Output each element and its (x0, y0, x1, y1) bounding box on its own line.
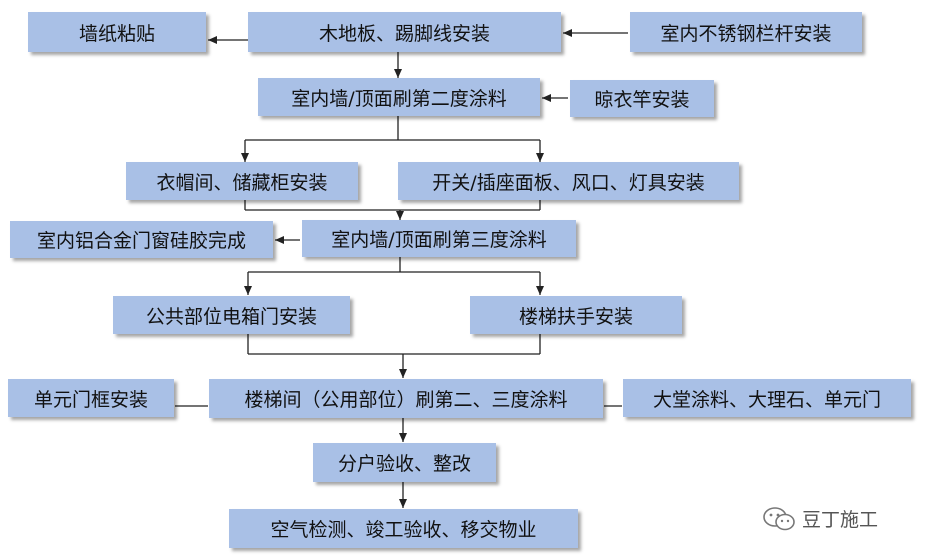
node-label: 空气检测、竣工验收、移交物业 (270, 519, 537, 541)
node-paint-second: 室内墙/顶面刷第二度涂料 (258, 78, 540, 116)
node-label: 室内墙/顶面刷第三度涂料 (331, 229, 547, 251)
node-label: 单元门框安装 (33, 388, 148, 411)
node-label: 公共部位电箱门安装 (145, 305, 317, 328)
node-label: 室内墙/顶面刷第二度涂料 (291, 87, 507, 110)
node-window-silicone: 室内铝合金门窗硅胶完成 (10, 221, 273, 258)
node-electric-box: 公共部位电箱门安装 (113, 296, 350, 334)
node-final: 空气检测、竣工验收、移交物业 (229, 509, 578, 548)
node-label: 楼梯间（公用部位）刷第二、三度涂料 (244, 389, 568, 411)
node-lobby: 大堂涂料、大理石、单元门 (623, 379, 911, 417)
node-label: 楼梯扶手安装 (518, 305, 633, 328)
node-cabinet: 衣帽间、储藏柜安装 (126, 162, 358, 200)
watermark: 豆丁施工 (762, 505, 878, 532)
node-wood-floor: 木地板、踢脚线安装 (248, 12, 561, 52)
node-label: 开关/插座面板、风口、灯具安装 (432, 171, 705, 194)
wechat-icon (763, 506, 795, 530)
node-label: 晾衣竿安装 (594, 89, 690, 111)
node-stair-handrail: 楼梯扶手安装 (470, 296, 682, 334)
node-label: 大堂涂料、大理石、单元门 (652, 388, 881, 411)
node-stairwell-paint: 楼梯间（公用部位）刷第二、三度涂料 (209, 379, 603, 418)
node-wallpaper: 墙纸粘贴 (28, 12, 206, 52)
node-switch-panel: 开关/插座面板、风口、灯具安装 (398, 162, 739, 200)
node-railing: 室内不锈钢栏杆安装 (630, 12, 862, 52)
node-label: 衣帽间、储藏柜安装 (156, 171, 328, 194)
node-clothes-pole: 晾衣竿安装 (570, 80, 714, 117)
node-label: 木地板、踢脚线安装 (318, 22, 490, 45)
node-label: 室内不锈钢栏杆安装 (660, 22, 832, 45)
node-unit-door-frame: 单元门框安装 (8, 379, 174, 417)
watermark-text: 豆丁施工 (802, 509, 879, 531)
node-label: 室内铝合金门窗硅胶完成 (36, 230, 246, 252)
node-acceptance: 分户验收、整改 (313, 443, 496, 482)
node-label: 分户验收、整改 (337, 453, 471, 475)
node-paint-third: 室内墙/顶面刷第三度涂料 (302, 220, 576, 257)
node-label: 墙纸粘贴 (78, 22, 155, 45)
